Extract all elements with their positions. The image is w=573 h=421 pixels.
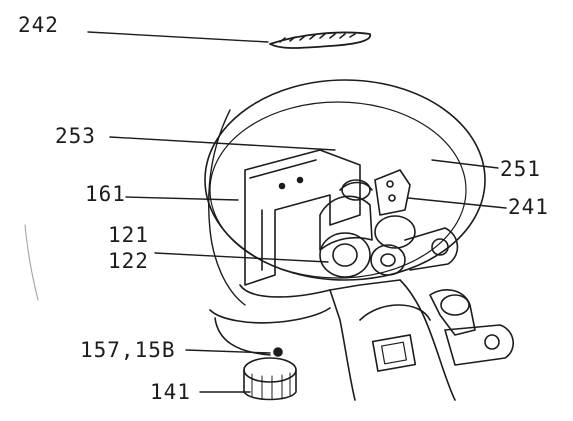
label-161: 161 [85, 182, 126, 206]
leader-253 [109, 136, 336, 151]
label-157-158: 157,15B [80, 338, 176, 362]
leader-251 [431, 159, 499, 169]
part-241-lever [374, 169, 459, 271]
part-251-disc [204, 79, 486, 306]
label-141: 141 [150, 380, 191, 404]
part-121-122-gears [319, 179, 416, 278]
margin-mark [24, 224, 39, 301]
leader-242 [87, 31, 269, 43]
leader-157-158 [185, 349, 271, 354]
leader-161 [125, 196, 239, 201]
main-arm [239, 279, 456, 401]
part-242-spring [269, 31, 371, 49]
label-122: 122 [108, 249, 149, 273]
label-121: 121 [108, 223, 149, 247]
leader-lines [87, 31, 507, 393]
label-253: 253 [55, 124, 96, 148]
label-251: 251 [500, 157, 541, 181]
right-link [429, 289, 514, 366]
leader-121-122 [154, 252, 329, 263]
part-253-bracket [244, 149, 361, 286]
label-242: 242 [18, 13, 59, 37]
part-141-knob [209, 307, 331, 401]
leader-241 [407, 197, 507, 209]
label-241: 241 [508, 195, 549, 219]
